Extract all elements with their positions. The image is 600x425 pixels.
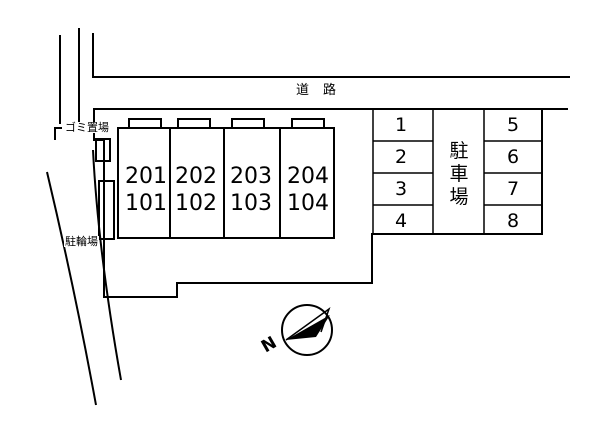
side-road-curve-right <box>92 149 122 381</box>
road-label: 道路 <box>296 83 351 98</box>
unit-3-lower: 103 <box>230 191 272 216</box>
balcony-3 <box>231 118 265 129</box>
road-edge-upper <box>92 33 570 78</box>
unit-2: 202 102 <box>168 163 224 217</box>
unit-1: 201 101 <box>118 163 174 217</box>
parking-label: 駐 車 場 <box>432 140 486 209</box>
parking-space-8: 8 <box>506 210 520 232</box>
parking-space-6: 6 <box>506 146 520 168</box>
balcony-4 <box>291 118 325 129</box>
garbage-area-label: ゴミ置場 <box>64 121 110 134</box>
parking-left-column <box>372 108 434 235</box>
parking-space-5: 5 <box>506 114 520 136</box>
parking-space-2: 2 <box>394 146 408 168</box>
unit-2-upper: 202 <box>175 164 217 189</box>
unit-3-upper: 203 <box>230 164 272 189</box>
unit-2-lower: 102 <box>175 191 217 216</box>
unit-4: 204 104 <box>280 163 336 217</box>
balcony-2 <box>177 118 211 129</box>
unit-1-upper: 201 <box>125 164 167 189</box>
unit-1-lower: 101 <box>125 191 167 216</box>
parking-space-4: 4 <box>394 210 408 232</box>
parking-space-7: 7 <box>506 178 520 200</box>
garbage-marker <box>54 127 62 140</box>
side-road-curve-left <box>46 171 97 406</box>
bicycle-parking-label: 駐輪場 <box>64 235 99 248</box>
balcony-1 <box>128 118 162 129</box>
building-outline <box>117 127 335 239</box>
unit-4-lower: 104 <box>287 191 329 216</box>
parking-right-column <box>483 108 543 235</box>
parking-space-1: 1 <box>394 114 408 136</box>
bicycle-box <box>98 180 115 240</box>
unit-4-upper: 204 <box>287 164 329 189</box>
parking-label-char-3: 場 <box>449 186 469 208</box>
parking-label-char-2: 車 <box>449 163 469 185</box>
unit-3: 203 103 <box>223 163 279 217</box>
parking-space-3: 3 <box>394 178 408 200</box>
parking-label-char-1: 駐 <box>449 140 469 162</box>
garbage-box <box>95 138 111 162</box>
north-arrow-icon <box>281 304 333 356</box>
